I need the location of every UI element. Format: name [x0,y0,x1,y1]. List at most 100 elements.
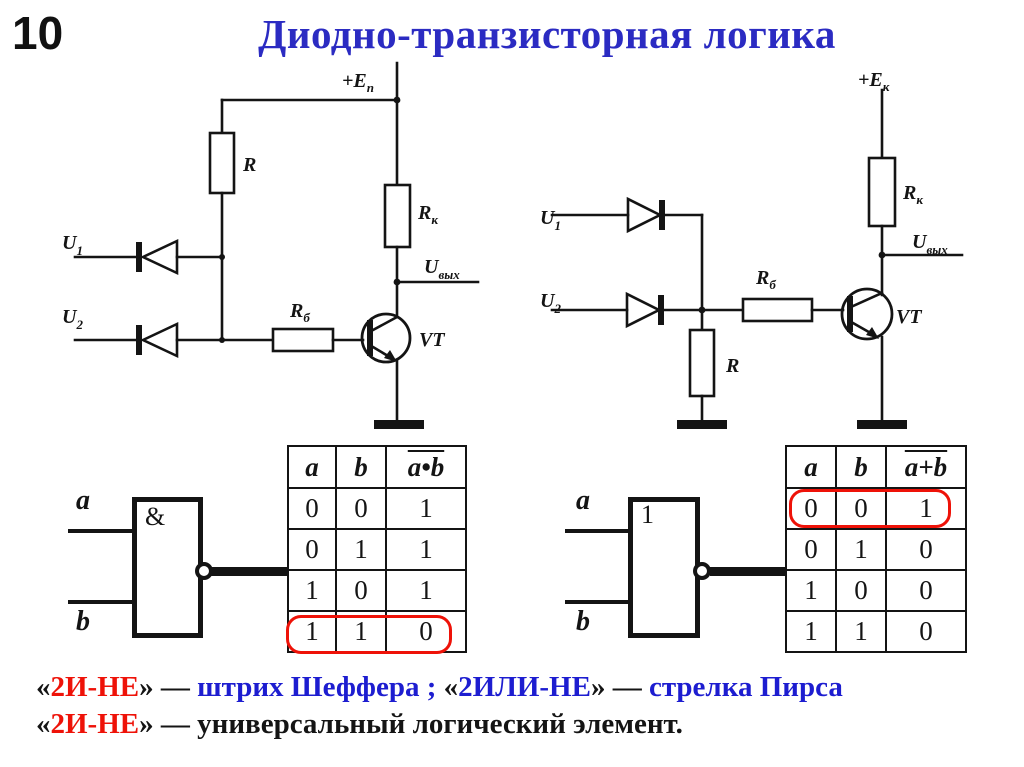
col-header-a: a [287,445,337,489]
transistor-vt [840,287,894,423]
universal-element-text: универсальный логический элемент. [197,708,683,740]
resistor-r [688,308,716,423]
footer-notes: «2И-НЕ» — штрих Шеффера ; «2ИЛИ-НЕ» — ст… [36,669,843,743]
cell: 1 [385,528,467,571]
ground-symbol [677,420,727,429]
cell: 0 [885,569,967,612]
cell: 0 [335,569,387,612]
gate-nand-input-a-wire [68,529,132,533]
supply-label: +Eк [858,69,890,94]
term-2i-ne: 2И-НЕ [50,708,140,740]
col-header-nor: a+b [885,445,967,489]
resistor-rk [867,156,897,297]
highlight-nand-row-11 [286,615,452,654]
quote-dash: » — [590,671,649,703]
cell: 0 [785,528,837,571]
input-diode-u2 [550,291,706,329]
cell: 1 [385,487,467,530]
quote-mark: « [36,671,51,703]
supply-label: +Eп [342,70,374,95]
col-header-b: b [835,445,887,489]
quote-dash: » — [139,671,198,703]
resistor-r-label: R [242,154,256,176]
page-title: Диодно-транзисторная логика [258,11,836,57]
dtl-nor-circuit-diagram: +Eк Rк Uвых U1 U2 [540,69,964,429]
col-header-nand: a•b [385,445,467,489]
input-u1-label: U1 [62,232,83,258]
input-diode-u1 [73,238,225,276]
term-2i-ne: 2И-НЕ [50,671,140,703]
col-header-a: a [785,445,837,489]
cell: 0 [287,487,337,530]
resistor-rk [383,183,412,319]
dtl-nand-circuit-diagram: +Eп R Rк Uвых U1 [62,61,480,429]
quote-dash: » — [139,708,198,740]
footer-line-1: «2И-НЕ» — штрих Шеффера ; «2ИЛИ-НЕ» — ст… [36,669,843,706]
gate-nand-input-b-wire [68,600,132,604]
cell: 1 [785,569,837,612]
input-u2-label: U2 [540,290,561,316]
gate-nand-input-a-label: a [76,485,90,516]
resistor-rb [220,327,365,353]
transistor-vt-label: VT [419,329,445,351]
highlight-nor-row-00 [789,489,951,528]
cell: 0 [287,528,337,571]
output-label: Uвых [424,256,460,282]
input-u2-label: U2 [62,306,83,332]
cell: 1 [885,487,967,530]
gate-nand-input-b-label: b [76,606,90,637]
page-number: 10 [12,7,64,59]
col-header-b: b [335,445,387,489]
cell: 0 [335,487,387,530]
gate-nor-symbol: 1 [641,500,654,529]
resistor-r-label: R [725,355,739,377]
gate-nor-input-a-wire [565,529,628,533]
resistor-rk-label: Rк [902,182,923,207]
gate-nor-input-b-label: b [576,606,590,637]
output-wire [878,251,964,259]
transistor-vt [360,312,412,423]
ground-symbol [374,420,424,429]
gate-nor-input-a-label: a [576,485,590,516]
quote-mark: « [36,708,51,740]
header-row: a b a+b [785,445,967,489]
resistor-rk-label: Rк [417,202,438,227]
supply-rail [220,61,401,187]
output-label: Uвых [912,231,948,257]
gate-nor-body [628,497,700,638]
input-diode-u1 [550,196,704,312]
gate-nor-output-wire [710,567,785,576]
gate-nand-symbol: & [145,502,166,531]
output-wire [393,278,480,286]
transistor-vt-label: VT [896,306,922,328]
quote-mark: « [443,671,459,703]
separator: ; [426,671,444,703]
resistor-rb-label: Rб [755,267,776,292]
input-diode-u2 [73,321,225,359]
cell: 0 [835,487,887,530]
ground-symbol [857,420,907,429]
header-row: a b a•b [287,445,467,489]
gate-nand-body [132,497,203,638]
resistor-r [208,98,236,342]
cell: 0 [885,610,967,653]
cell: 1 [835,528,887,571]
gate-nand-output-wire [211,567,287,576]
cell: 0 [835,569,887,612]
input-u1-label: U1 [540,207,561,233]
cell: 1 [835,610,887,653]
cell: 1 [785,610,837,653]
gate-nor-inversion-bubble [693,562,711,580]
term-sheffer-stroke: штрих Шеффера [197,671,427,703]
cell: 1 [335,528,387,571]
cell: 1 [385,569,467,612]
